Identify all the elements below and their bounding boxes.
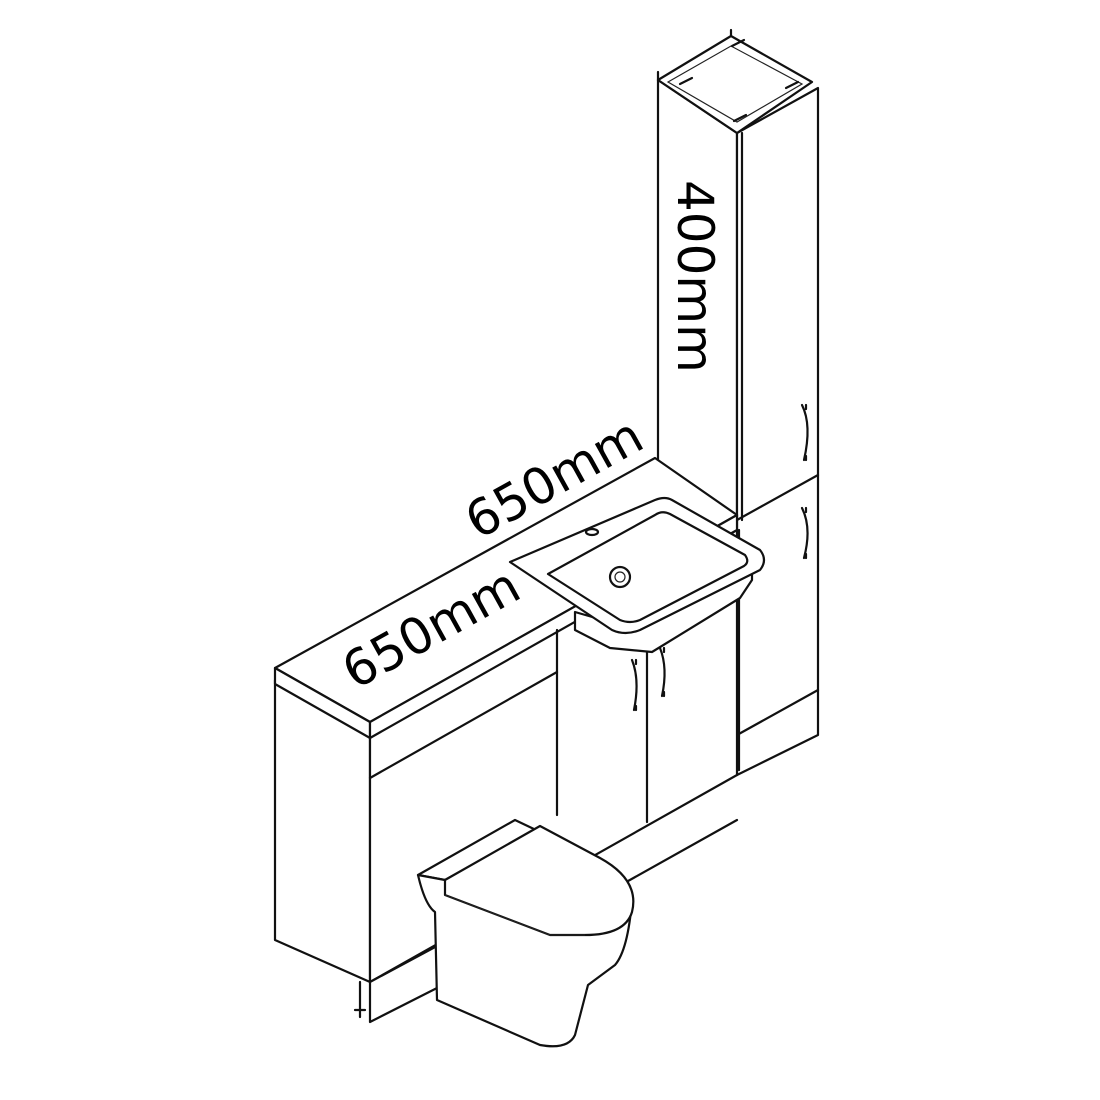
door-handle-icon[interactable] <box>630 658 638 712</box>
drain-icon <box>608 565 632 589</box>
tap-hole-icon <box>584 527 600 537</box>
dimension-label-tall-unit: 400mm <box>666 180 724 373</box>
mounting-slots <box>678 38 800 123</box>
door-handle-icon[interactable] <box>800 506 809 560</box>
door-handle-icon[interactable] <box>800 403 809 462</box>
basin <box>508 496 766 654</box>
door-handle-icon[interactable] <box>658 646 666 698</box>
toilet <box>416 818 635 1048</box>
